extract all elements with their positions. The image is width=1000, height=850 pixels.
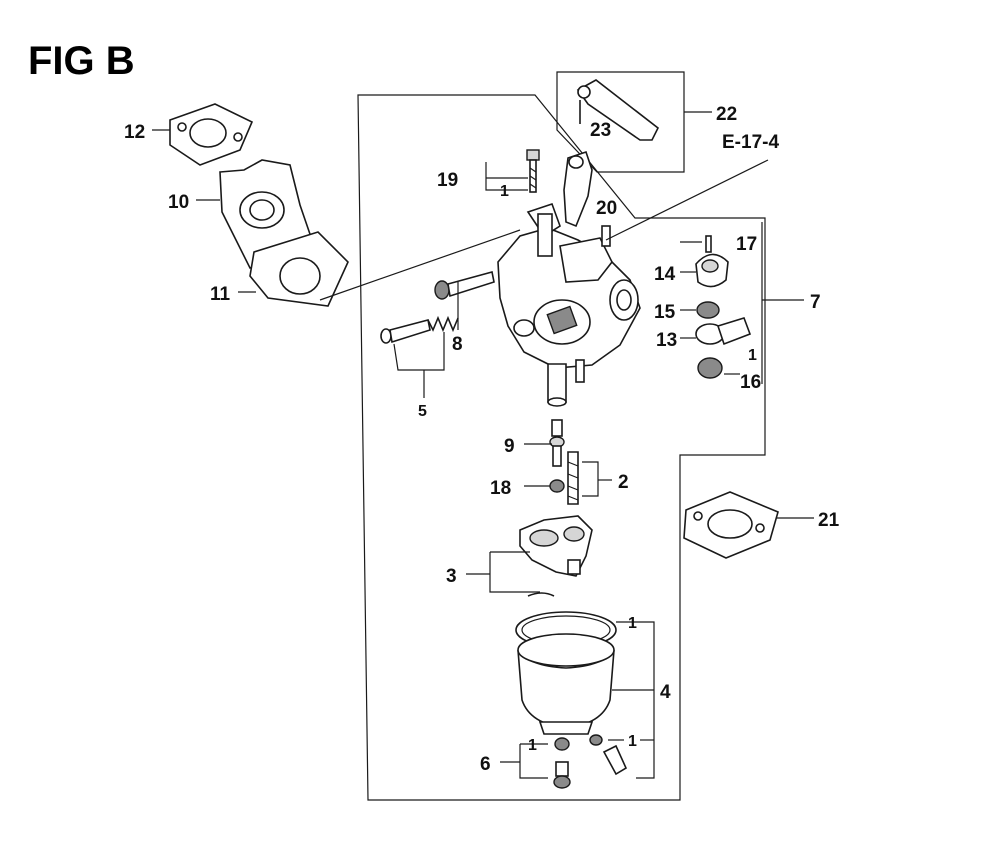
callout-20: 20 [596,198,617,219]
part-20-choke-plate [563,150,593,228]
part-21-gasket [683,491,779,559]
leader-e17-4 [605,159,769,241]
callout-8: 8 [452,334,463,355]
part-2-jet-set [567,451,579,505]
bracket-2 [582,461,599,497]
part-8-pilot-screw [434,271,495,300]
bracket-4 [636,621,655,779]
callout-22: 22 [716,104,737,125]
callout-16: 16 [740,372,761,393]
callout-18: 18 [490,478,511,499]
part-15-washer [696,301,720,319]
part-14-cap [695,235,729,288]
callout-1-collar: 1 [748,347,757,364]
callout-19: 19 [437,170,458,191]
callout-10: 10 [168,192,189,213]
bracket-19 [485,162,528,191]
part-9-main-jet [549,419,565,467]
callout-15: 15 [654,302,676,323]
part-16-nut [697,357,723,379]
bracket-6 [519,744,548,779]
callout-1-oring: 1 [628,615,637,632]
callout-9: 9 [504,436,515,457]
callout-1-bowl: 1 [628,733,637,750]
part-6-drain-bolt [553,737,571,789]
callout-5: 5 [418,403,427,420]
figure-title: FIG B [28,39,135,83]
callout-21: 21 [818,510,840,531]
callout-1-screw: 1 [500,183,509,200]
callout-7: 7 [810,292,821,313]
callout-12: 12 [124,122,145,143]
callout-3: 3 [446,566,457,587]
callout-13: 13 [656,330,677,351]
part-11-gasket [249,231,349,307]
callout-11: 11 [210,284,231,305]
part-3-float [519,515,593,597]
bracket-5 [393,332,445,371]
part-13-collar [695,317,752,346]
part-5-stop-screw [380,315,459,344]
callout-6: 6 [480,754,491,775]
part-19-screw [526,149,540,193]
callout-14: 14 [654,264,676,285]
part-4-float-bowl [515,611,617,735]
assembly-outline [357,94,766,801]
part-1-washer [554,737,570,751]
callout-2: 2 [618,472,629,493]
carburetor-body [497,202,641,407]
part-22-choke-lever [576,79,660,141]
part-18-jet-washer [549,479,565,493]
callout-4: 4 [660,682,671,703]
part-17-pin [705,235,712,253]
callout-17: 17 [736,234,757,255]
choke-lever-box [556,71,685,173]
callout-23: 23 [590,120,611,141]
callout-1-washer: 1 [528,737,537,754]
part-12-gasket [169,103,254,166]
leader-gasket-carb [319,229,521,301]
bowl-screw [589,734,628,776]
bracket-3 [489,552,540,593]
reference-label: E-17-4 [722,132,779,153]
